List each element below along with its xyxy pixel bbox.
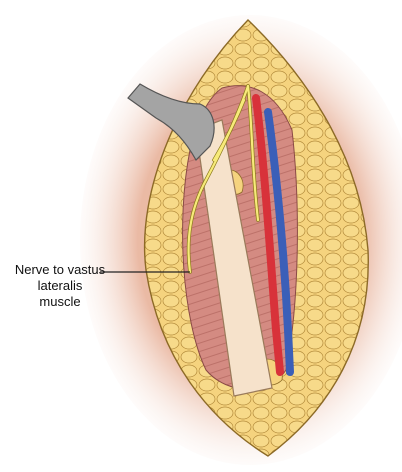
artery <box>252 94 284 376</box>
retractor <box>127 83 215 161</box>
vein <box>264 108 294 376</box>
nerve-label-line-1: Nerve to vastus <box>14 262 106 277</box>
nerve-label-line-2: lateralis <box>37 278 83 293</box>
nerve-label-line-3: muscle <box>39 294 81 309</box>
nerve-label: Nerve to vastus lateralis muscle <box>0 262 120 310</box>
